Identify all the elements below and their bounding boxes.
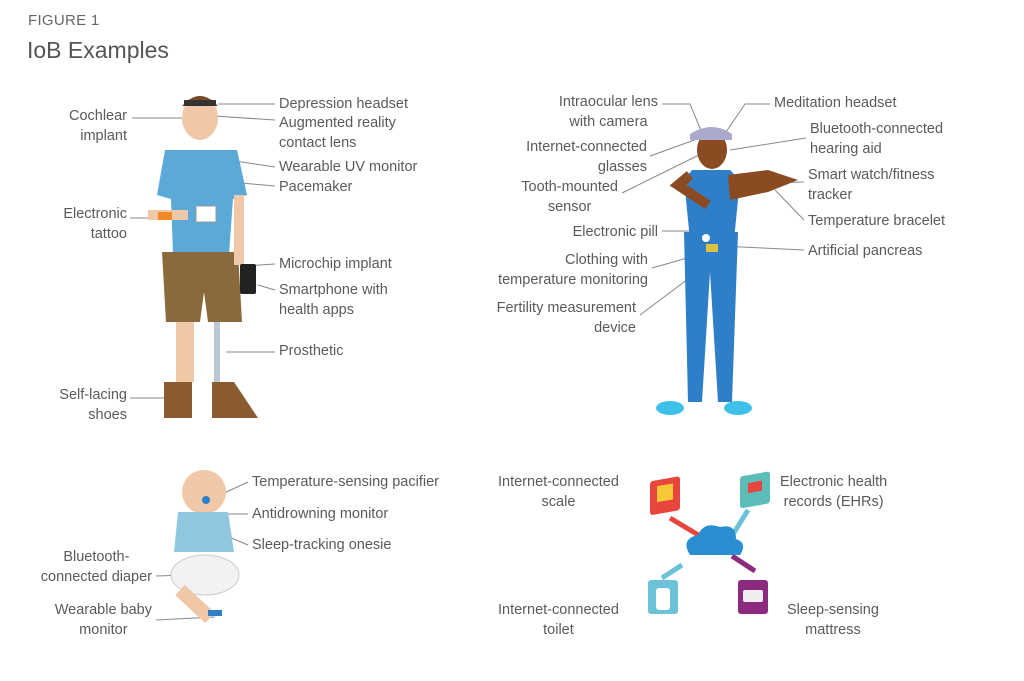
toilet-arrow bbox=[660, 562, 684, 581]
label-artificial-pancreas: Artificial pancreas bbox=[808, 243, 923, 259]
scale-arrow bbox=[668, 515, 702, 539]
woman-illustration bbox=[656, 127, 798, 415]
label-prosthetic: Prosthetic bbox=[279, 343, 344, 359]
label-microchip-implant: Microchip implant bbox=[279, 256, 392, 272]
label-antidrowning-monitor: Antidrowning monitor bbox=[252, 506, 389, 522]
label-depression-headset: Depression headset bbox=[279, 96, 408, 112]
label-electronic-pill: Electronic pill bbox=[572, 224, 658, 240]
figure-label: FIGURE 1 bbox=[28, 12, 100, 29]
leader-lines bbox=[130, 103, 807, 621]
label-connected-diaper: Bluetooth-connected diaper bbox=[40, 549, 152, 585]
label-pacemaker: Pacemaker bbox=[279, 179, 353, 195]
connected-devices-illustration bbox=[648, 471, 770, 614]
cloud-icon bbox=[686, 525, 744, 555]
man-illustration bbox=[148, 96, 258, 418]
baby-illustration bbox=[170, 470, 240, 624]
label-sleep-onesie: Sleep-tracking onesie bbox=[252, 537, 392, 553]
figure-title: IoB Examples bbox=[27, 37, 169, 63]
label-meditation-headset: Meditation headset bbox=[774, 95, 897, 111]
mattress-arrow bbox=[730, 553, 757, 574]
label-uv-monitor: Wearable UV monitor bbox=[279, 159, 418, 175]
label-pacifier: Temperature-sensing pacifier bbox=[252, 474, 439, 490]
label-temperature-bracelet: Temperature bracelet bbox=[808, 213, 946, 229]
